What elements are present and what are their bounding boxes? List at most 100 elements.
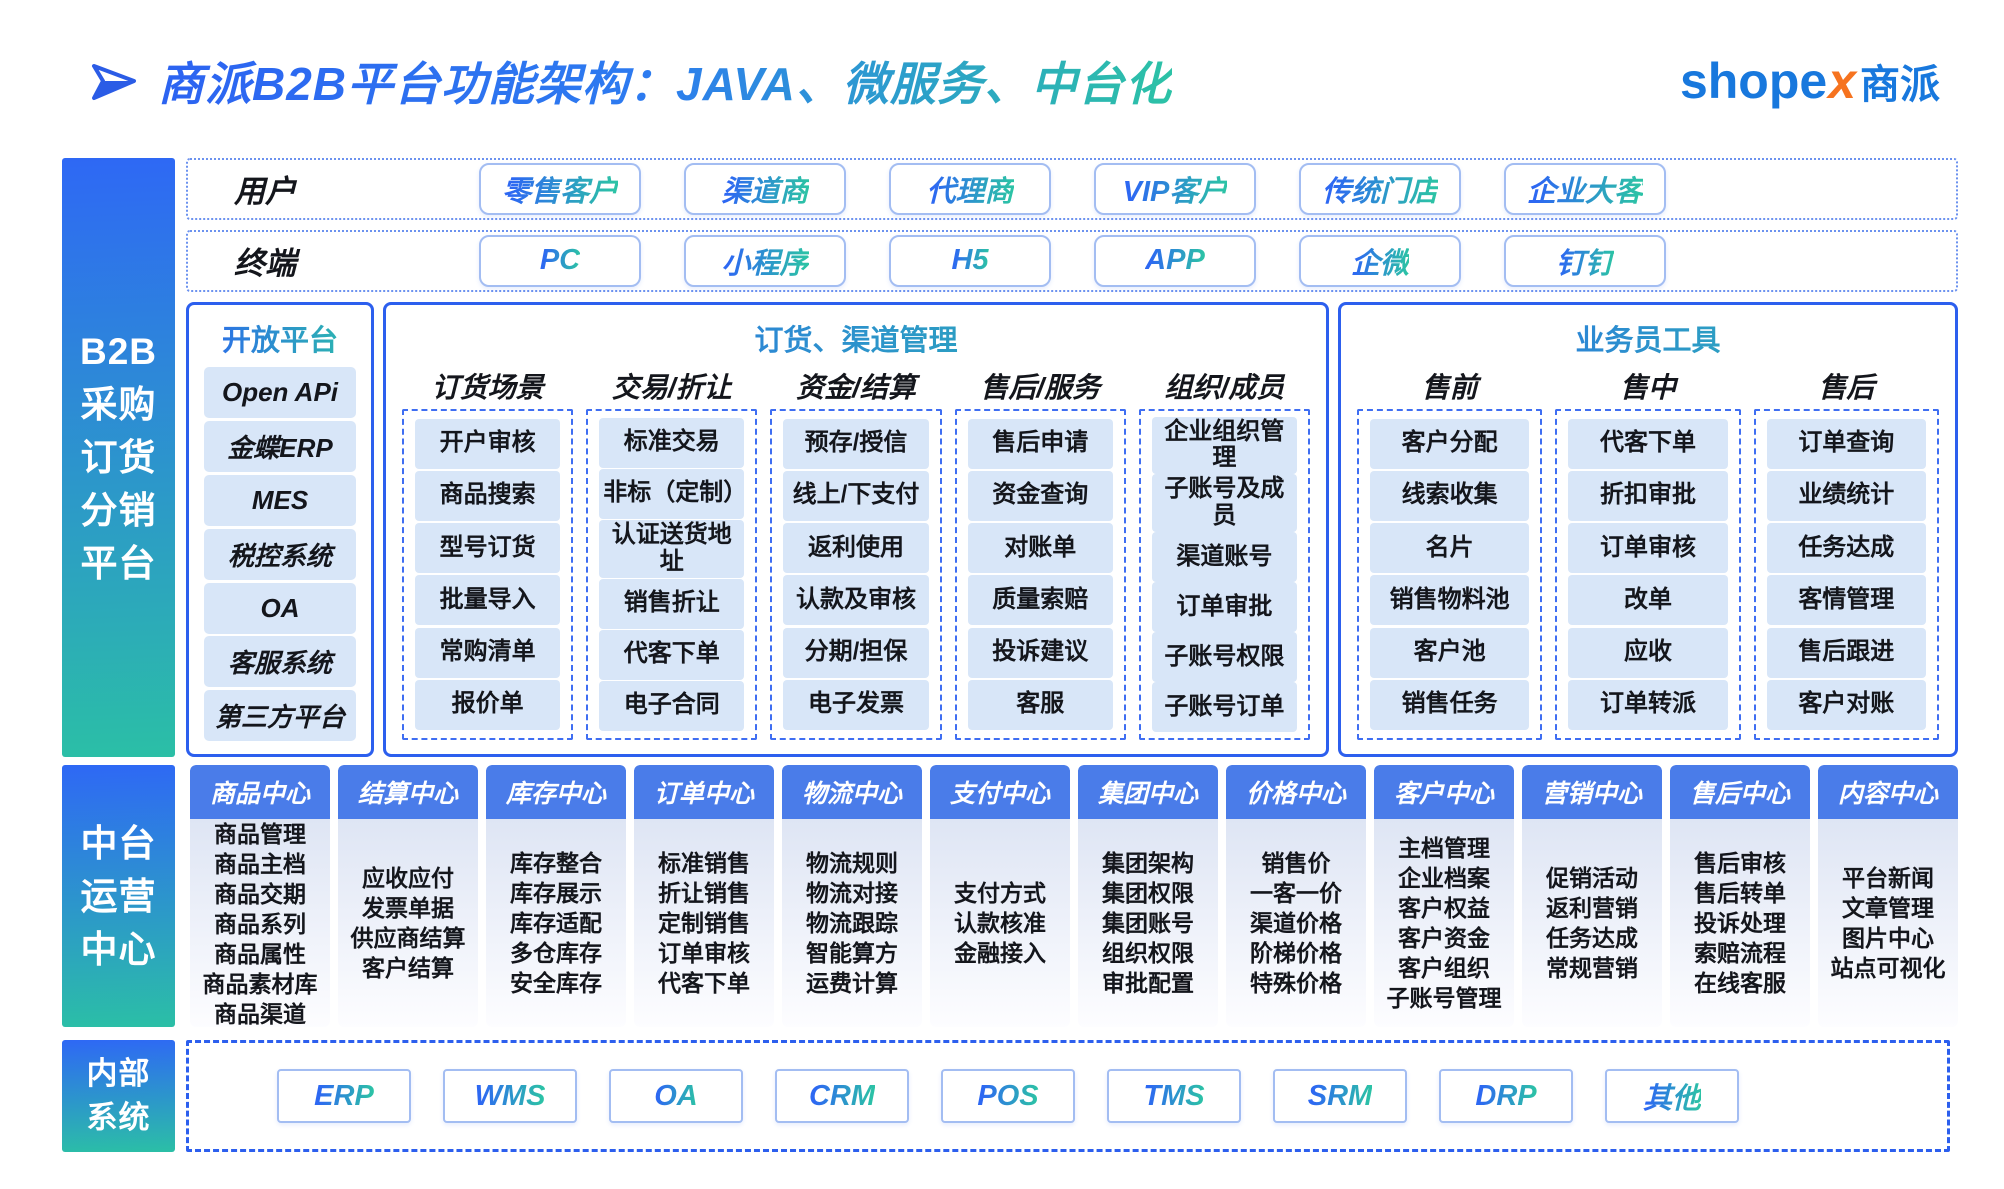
center-item: 渠道价格 (1250, 910, 1342, 936)
feature-cell: 任务达成 (1766, 523, 1926, 574)
terminal-button: H5 (889, 234, 1051, 287)
center-body: 支付方式认款核准金融接入 (930, 819, 1070, 1027)
feature-cell: 常购清单 (415, 627, 561, 678)
salesman-tools-column-items: 代客下单折扣审批订单审核改单应收订单转派 (1555, 408, 1741, 740)
salesman-tools-column-items: 客户分配线索收集名片销售物料池客户池销售任务 (1357, 408, 1543, 740)
salesman-tools-column: 售后订单查询业绩统计任务达成客情管理售后跟进客户对账 (1753, 363, 1939, 740)
order-channel-column: 组织/成员企业组织管理子账号及成员渠道账号订单审批子账号权限子账号订单 (1138, 363, 1311, 740)
center-card: 订单中心标准销售折让销售定制销售订单审核代客下单 (634, 765, 774, 1027)
internal-system-button: DRP (1439, 1069, 1573, 1123)
sidebar-label-line: 中台 (80, 822, 157, 864)
user-type-button: 企业大客 (1504, 162, 1666, 215)
terminal-button-label: 企微 (1351, 240, 1409, 282)
center-header: 营销中心 (1522, 765, 1662, 819)
center-item: 安全库存 (510, 970, 602, 996)
center-item: 物流规则 (806, 850, 898, 876)
middle-platform-band: 中台运营中心 商品中心商品管理商品主档商品交期商品系列商品属性商品素材库商品渠道… (62, 765, 1958, 1027)
center-body: 平台新闻文章管理图片中心站点可视化 (1818, 819, 1958, 1027)
feature-cell: 资金查询 (967, 470, 1113, 521)
user-type-button-label: 传统门店 (1322, 168, 1438, 210)
internal-system-button-label: OA (654, 1079, 698, 1112)
center-item: 物流对接 (806, 880, 898, 906)
terminal-button: APP (1094, 234, 1256, 287)
center-item: 定制销售 (658, 910, 750, 936)
center-item: 应收应付 (362, 865, 454, 891)
title-block: 商派B2B平台功能架构：JAVA、微服务、中台化 (88, 48, 1172, 114)
center-header: 商品中心 (190, 765, 330, 819)
center-item: 子账号管理 (1386, 985, 1502, 1011)
feature-cell: 销售任务 (1370, 679, 1530, 730)
feature-cell: 线索收集 (1370, 470, 1530, 521)
center-body: 促销活动返利营销任务达成常规营销 (1522, 819, 1662, 1027)
center-item: 销售价 (1261, 850, 1331, 876)
internal-system-button: TMS (1107, 1069, 1241, 1123)
salesman-tools-columns: 售前客户分配线索收集名片销售物料池客户池销售任务售中代客下单折扣审批订单审核改单… (1341, 363, 1955, 755)
center-item: 标准销售 (658, 850, 750, 876)
center-card: 售后中心售后审核售后转单投诉处理索赔流程在线客服 (1670, 765, 1810, 1027)
center-body: 标准销售折让销售定制销售订单审核代客下单 (634, 819, 774, 1027)
center-item: 供应商结算 (350, 925, 466, 951)
center-card: 集团中心集团架构集团权限集团账号组织权限审批配置 (1078, 765, 1218, 1027)
feature-cell: 订单审批 (1151, 582, 1298, 632)
user-type-button-label: VIP客户 (1123, 168, 1228, 210)
feature-cell: 报价单 (415, 679, 561, 730)
feature-cell: 销售物料池 (1370, 575, 1530, 626)
center-item: 库存适配 (510, 910, 602, 936)
feature-cell: 订单查询 (1766, 418, 1926, 469)
center-header: 价格中心 (1226, 765, 1366, 819)
center-item: 集团权限 (1102, 880, 1194, 906)
internal-system-button: ERP (277, 1069, 411, 1123)
center-card: 物流中心物流规则物流对接物流跟踪智能算方运费计算 (782, 765, 922, 1027)
center-item: 一客一价 (1250, 880, 1342, 906)
feature-cell: 批量导入 (415, 575, 561, 626)
terminal-button-label: H5 (951, 244, 989, 277)
center-body: 应收应付发票单据供应商结算客户结算 (338, 819, 478, 1027)
salesman-tools-column-items: 订单查询业绩统计任务达成客情管理售后跟进客户对账 (1753, 408, 1939, 740)
order-channel-column: 售后/服务售后申请资金查询对账单质量索赔投诉建议客服 (954, 363, 1126, 740)
feature-cell: 对账单 (967, 523, 1113, 574)
order-channel-title: 订货、渠道管理 (386, 317, 1326, 359)
order-channel-column: 订货场景开户审核商品搜索型号订货批量导入常购清单报价单 (402, 363, 574, 740)
logo-x-mark: x (1828, 53, 1856, 109)
feature-cell: 商品搜索 (415, 470, 561, 521)
center-card: 价格中心销售价一客一价渠道价格阶梯价格特殊价格 (1226, 765, 1366, 1027)
internal-system-button-label: ERP (314, 1079, 374, 1112)
sidebar-label-line: 分销 (80, 490, 157, 531)
internal-system-button: CRM (775, 1069, 909, 1123)
salesman-tools-title: 业务员工具 (1341, 317, 1955, 359)
order-channel-column-header: 订货场景 (431, 371, 544, 403)
center-item: 商品渠道 (214, 1001, 306, 1027)
feature-cell: 子账号权限 (1151, 632, 1298, 682)
internal-system-button-label: SRM (1307, 1079, 1373, 1112)
center-item: 文章管理 (1842, 895, 1934, 921)
center-item: 客户结算 (362, 955, 454, 981)
salesman-tools-column: 售中代客下单折扣审批订单审核改单应收订单转派 (1555, 363, 1741, 740)
center-item: 企业档案 (1398, 865, 1490, 891)
center-item: 多仓库存 (510, 940, 602, 966)
internal-system-button-label: WMS (474, 1079, 546, 1112)
center-header: 售后中心 (1670, 765, 1810, 819)
center-header: 集团中心 (1078, 765, 1218, 819)
center-item: 返利营销 (1546, 895, 1638, 921)
open-platform-cell: 第三方平台 (204, 690, 356, 742)
center-item: 商品主档 (214, 851, 306, 877)
terminal-button: 钉钉 (1504, 234, 1666, 287)
arrow-icon (92, 64, 136, 100)
terminal-button: 小程序 (684, 234, 846, 287)
sidebar-label-line: 订货 (80, 437, 157, 478)
sidebar-label-line: 运营 (80, 875, 157, 917)
feature-cell: 客户对账 (1766, 679, 1926, 730)
center-item: 客户组织 (1398, 955, 1490, 981)
open-platform-cell: MES (204, 474, 356, 526)
feature-cell: 客户分配 (1370, 418, 1530, 469)
order-channel-column-items: 售后申请资金查询对账单质量索赔投诉建议客服 (954, 408, 1126, 740)
feature-cell: 型号订货 (415, 523, 561, 574)
sidebar-internal-systems: 内部系统 (62, 1040, 175, 1152)
center-item: 平台新闻 (1842, 865, 1934, 891)
feature-cell: 应收 (1568, 627, 1728, 678)
feature-cell: 改单 (1568, 575, 1728, 626)
